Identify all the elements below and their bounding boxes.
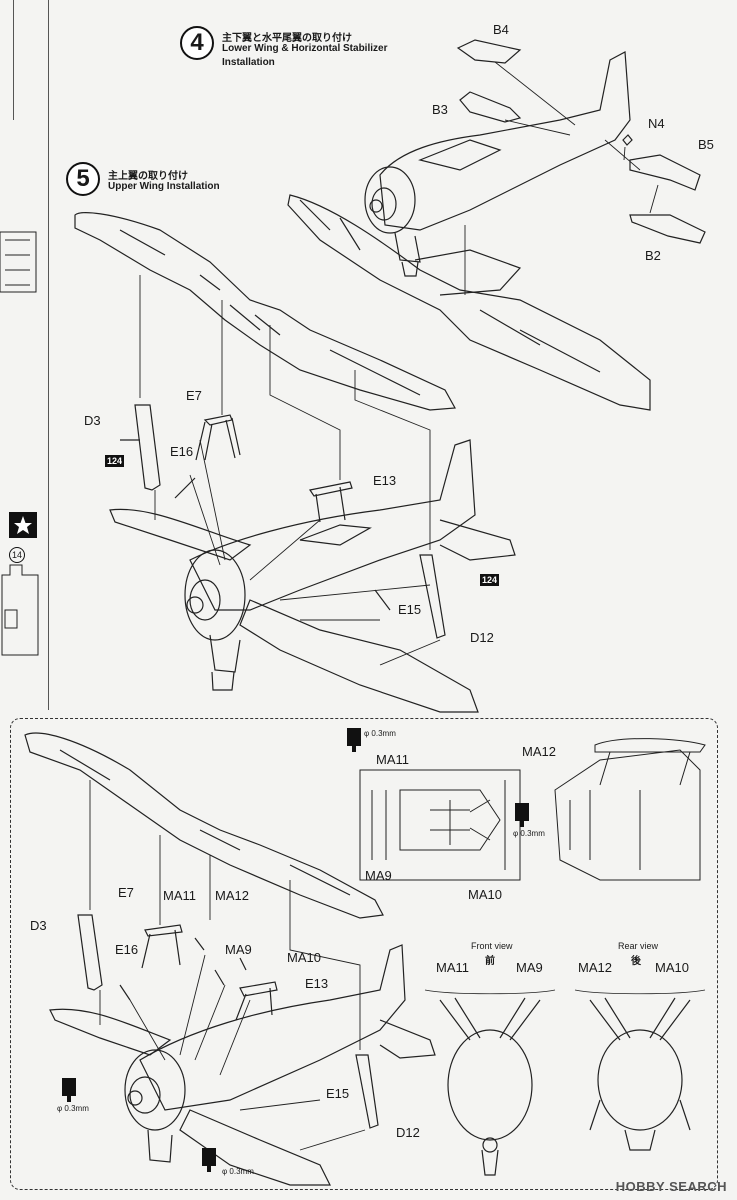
front-view-title: Front view: [471, 941, 513, 951]
paint-code-badge-a: 124: [105, 455, 125, 467]
left-strip-line: [13, 0, 14, 120]
label-n4: N4: [648, 116, 665, 131]
part-b5: [629, 154, 701, 191]
front-view-ma11: MA11: [436, 960, 469, 975]
part-d12: [419, 554, 446, 639]
drill-label-a: φ 0.3mm: [364, 729, 396, 738]
watermark: HOBBY SEARCH: [615, 1179, 727, 1194]
label-b5: B5: [698, 137, 714, 152]
step4-title-en-2: Installation: [222, 57, 275, 68]
rear-view-jp: 後: [631, 956, 641, 967]
part-b4: [456, 39, 522, 64]
step4-lower-wing: [287, 194, 651, 411]
paint-code-badge-b: 124: [480, 574, 500, 586]
part-e13: [309, 481, 353, 523]
option-label-d3: D3: [30, 918, 47, 933]
step5-aircraft: [109, 439, 516, 713]
option-label-ma9: MA9: [225, 942, 252, 957]
detail-label-ma10: MA10: [468, 887, 502, 902]
option-ma-parts: [119, 937, 247, 1001]
label-b4: B4: [493, 22, 509, 37]
option-e13: [235, 981, 278, 1021]
step5-number: 5: [66, 162, 100, 196]
detail-side: [554, 738, 706, 881]
drill-label-d: φ 0.3mm: [222, 1167, 254, 1176]
detail-label-ma12: MA12: [522, 744, 556, 759]
part-b2: [629, 214, 706, 244]
option-aircraft: [49, 944, 436, 1186]
option-label-e7: E7: [118, 885, 134, 900]
step4-number: 4: [180, 26, 214, 60]
option-label-ma12: MA12: [215, 888, 249, 903]
option-upper-wing: [24, 732, 384, 919]
margin-panel: [0, 231, 39, 656]
option-d3: [77, 914, 103, 991]
label-e16: E16: [170, 444, 194, 459]
drill-label-b: φ 0.3mm: [513, 829, 545, 838]
option-label-e16: E16: [115, 942, 139, 957]
option-dashed-box: [10, 718, 718, 1190]
step5-title-en: Upper Wing Installation: [108, 181, 220, 192]
label-b2: B2: [645, 248, 661, 263]
option-label-e15: E15: [326, 1086, 350, 1101]
step5-title-jp: 主上翼の取り付け: [108, 171, 188, 182]
step4-title-jp: 主下翼と水平尾翼の取り付け: [222, 33, 352, 44]
option-label-d12: D12: [396, 1125, 420, 1140]
label-d12: D12: [470, 630, 494, 645]
drill-label-c: φ 0.3mm: [57, 1104, 89, 1113]
page-margin-line: [48, 0, 49, 710]
part-d3: [134, 404, 161, 491]
label-d3: D3: [84, 413, 101, 428]
rear-view-ma12: MA12: [578, 960, 612, 975]
detail-label-ma11: MA11: [376, 752, 409, 767]
margin-circle-number: 14: [9, 547, 25, 563]
option-label-ma10: MA10: [287, 950, 321, 965]
detail-label-ma9: MA9: [365, 868, 392, 883]
star-icon: [14, 516, 32, 534]
rear-view-ma10: MA10: [655, 960, 689, 975]
front-view-jp: 前: [485, 956, 495, 967]
option-e7: [141, 924, 183, 969]
label-e7: E7: [186, 388, 202, 403]
part-e15: [374, 589, 391, 611]
part-b3: [459, 91, 522, 123]
step4-fuselage: [364, 51, 631, 277]
label-e13: E13: [373, 473, 397, 488]
front-view-ma9: MA9: [516, 960, 543, 975]
option-label-e13: E13: [305, 976, 329, 991]
rear-view-title: Rear view: [618, 941, 659, 951]
label-e15: E15: [398, 602, 422, 617]
option-label-ma11: MA11: [163, 888, 196, 903]
label-b3: B3: [432, 102, 448, 117]
part-n4: [622, 134, 633, 146]
front-view: [424, 989, 556, 1176]
rear-view: [574, 989, 706, 1151]
step5-upper-wing: [74, 212, 456, 411]
step4-title-en-1: Lower Wing & Horizontal Stabilizer: [222, 43, 388, 54]
option-d12: [355, 1054, 379, 1129]
